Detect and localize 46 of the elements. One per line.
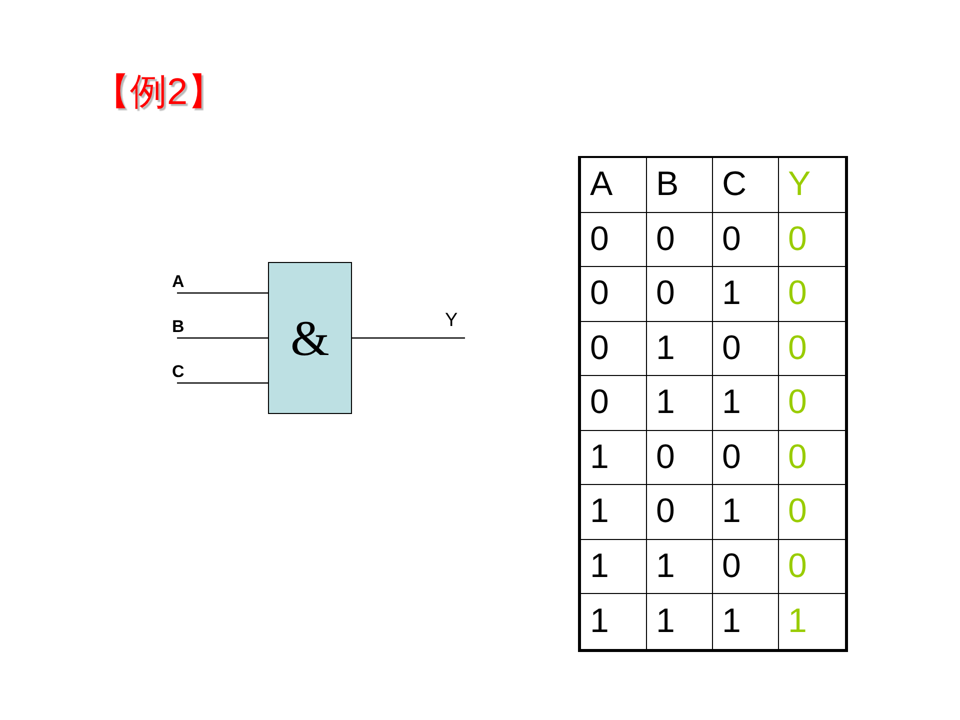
table-cell: 1: [713, 376, 779, 430]
table-cell: 0: [779, 376, 845, 430]
table-header-cell: Y: [779, 158, 845, 212]
table-cell: 1: [647, 540, 713, 594]
table-cell: 0: [713, 322, 779, 376]
table-cell: 0: [779, 267, 845, 322]
table-cell: 1: [713, 485, 779, 540]
table-cell: 1: [713, 594, 779, 648]
table-cell: 0: [647, 430, 713, 485]
table-cell: 1: [581, 430, 647, 485]
table-cell: 1: [647, 594, 713, 648]
input-label: C: [172, 360, 196, 383]
table-header-cell: B: [647, 158, 713, 212]
table-cell: 0: [581, 267, 647, 322]
table-cell: 0: [713, 430, 779, 485]
input-label: B: [172, 315, 196, 338]
table-cell: 1: [581, 485, 647, 540]
table-cell: 1: [647, 376, 713, 430]
table-cell: 1: [581, 540, 647, 594]
table-cell: 0: [779, 485, 845, 540]
wire: [177, 382, 268, 384]
wire: [352, 337, 465, 339]
table-cell: 1: [713, 267, 779, 322]
table-cell: 0: [581, 212, 647, 267]
table-cell: 0: [713, 212, 779, 267]
wire: [177, 292, 268, 294]
table-cell-text: 1: [787, 600, 808, 642]
table-header-cell: A: [581, 158, 647, 212]
and-gate-box: &: [268, 262, 352, 414]
table-cell: 0: [647, 485, 713, 540]
output-label: Y: [443, 307, 465, 338]
table-cell: 0: [779, 322, 845, 376]
table-cell: 0: [581, 322, 647, 376]
table-cell: 0: [581, 376, 647, 430]
table-cell: 1: [647, 322, 713, 376]
table-cell: 0: [779, 212, 845, 267]
table-header-cell: C: [713, 158, 779, 212]
input-label: A: [172, 270, 196, 293]
title: 【例2】: [93, 70, 225, 114]
table-cell: 0: [779, 540, 845, 594]
table-cell: 0: [713, 540, 779, 594]
table-cell: 0: [647, 267, 713, 322]
table-cell: 0: [647, 212, 713, 267]
table-cell: 1: [581, 594, 647, 648]
table-cell: 0: [779, 430, 845, 485]
wire: [177, 337, 268, 339]
